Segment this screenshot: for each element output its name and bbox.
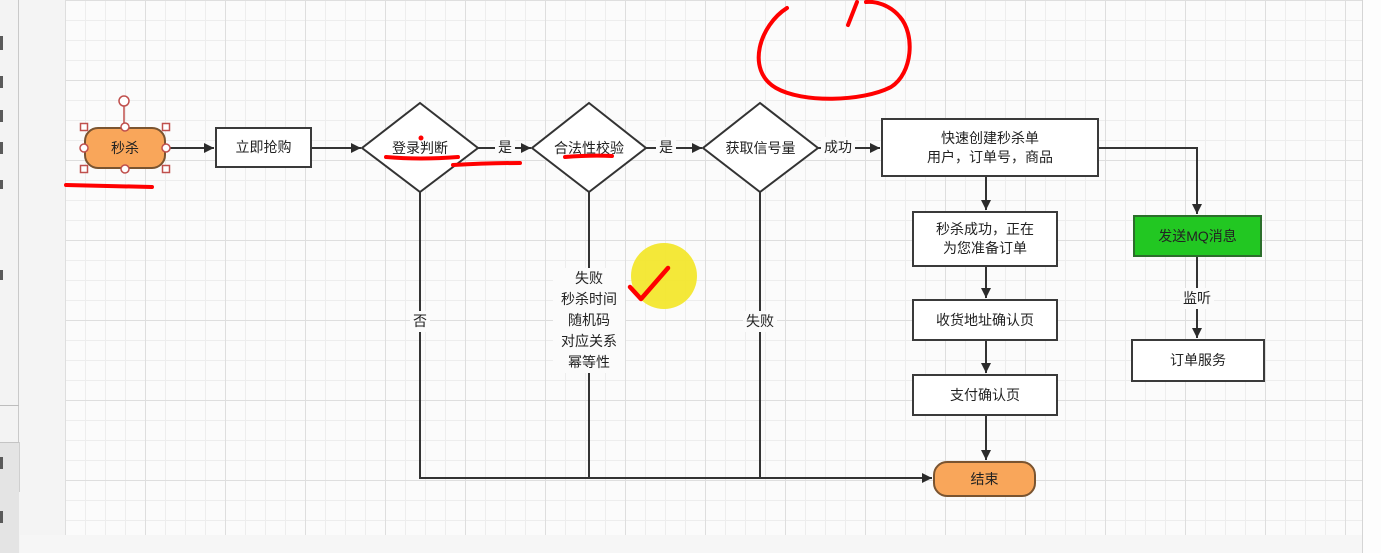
- decision-validity-check[interactable]: [530, 101, 648, 194]
- decision-get-semaphore[interactable]: [701, 101, 820, 194]
- send-mq-node[interactable]: 发送MQ消息: [1133, 215, 1262, 257]
- seckill-success-label-line1: 秒杀成功，正在: [936, 221, 1034, 237]
- edge-create-order-to-mq[interactable]: [1099, 147, 1202, 214]
- diagram-canvas-grid[interactable]: [65, 0, 1362, 535]
- edge-label-semaphore-fail[interactable]: 失败: [743, 311, 777, 332]
- seckill-success-node[interactable]: 秒杀成功，正在 为您准备订单: [912, 211, 1058, 267]
- panel-divider: [0, 405, 19, 406]
- start-node-label: 秒杀: [111, 139, 139, 156]
- edge-label-semaphore-success[interactable]: 成功: [821, 137, 855, 158]
- validity-fail-line: 失败: [575, 270, 603, 286]
- seckill-success-label-line2: 为您准备订单: [943, 240, 1027, 256]
- page-margin: [20, 0, 65, 553]
- edge-login-no-to-end[interactable]: [419, 192, 932, 483]
- order-service-node[interactable]: 订单服务: [1131, 339, 1265, 382]
- payment-confirm-node[interactable]: 支付确认页: [912, 374, 1058, 416]
- panel-glyph-fragment: [0, 270, 3, 280]
- panel-glyph-fragment: [0, 142, 3, 154]
- panel-glyph-fragment: [0, 457, 3, 469]
- panel-glyph-fragment: [0, 511, 3, 523]
- decision-login-check[interactable]: [360, 101, 480, 194]
- send-mq-label: 发送MQ消息: [1158, 227, 1237, 244]
- panel-glyph-fragment: [0, 110, 3, 122]
- payment-confirm-label: 支付确认页: [950, 386, 1020, 403]
- validity-fail-line: 幂等性: [568, 354, 610, 370]
- panel-glyph-fragment: [0, 76, 3, 88]
- create-order-label-line2: 用户，订单号，商品: [927, 148, 1053, 165]
- left-panel[interactable]: [0, 0, 19, 553]
- edge-label-validity-yes[interactable]: 是: [656, 137, 676, 158]
- buy-now-label: 立即抢购: [235, 139, 292, 155]
- edge-label-login-yes[interactable]: 是: [495, 137, 515, 158]
- create-order-label-line1: 快速创建秒杀单: [941, 129, 1039, 146]
- validity-fail-line: 秒杀时间: [561, 291, 617, 307]
- panel-glyph-fragment: [0, 36, 3, 50]
- vertical-scrollbar[interactable]: [1362, 0, 1381, 553]
- canvas-bottom-margin: [20, 535, 1362, 553]
- validity-fail-line: 随机码: [568, 312, 610, 328]
- address-confirm-node[interactable]: 收货地址确认页: [912, 299, 1058, 341]
- edge-label-mq-listen[interactable]: 监听: [1180, 288, 1214, 309]
- edge-label-login-no[interactable]: 否: [410, 311, 430, 332]
- validity-fail-line: 对应关系: [561, 333, 617, 349]
- login-check-label: 登录判断: [392, 140, 448, 156]
- order-service-label: 订单服务: [1170, 352, 1226, 368]
- address-confirm-label: 收货地址确认页: [936, 311, 1034, 328]
- start-node[interactable]: 秒杀: [84, 127, 166, 169]
- panel-lower-section[interactable]: [0, 442, 19, 553]
- end-node-label: 结束: [970, 470, 999, 487]
- create-order-node[interactable]: 快速创建秒杀单 用户，订单号，商品: [881, 118, 1099, 177]
- validity-check-label: 合法性校验: [554, 140, 624, 156]
- panel-glyph-fragment: [0, 180, 3, 189]
- edge-label-validity-fail[interactable]: 失败 秒杀时间 随机码 对应关系 幂等性: [553, 268, 625, 373]
- buy-now-node[interactable]: 立即抢购: [215, 127, 312, 168]
- end-node[interactable]: 结束: [933, 461, 1036, 497]
- get-semaphore-label: 获取信号量: [725, 140, 796, 156]
